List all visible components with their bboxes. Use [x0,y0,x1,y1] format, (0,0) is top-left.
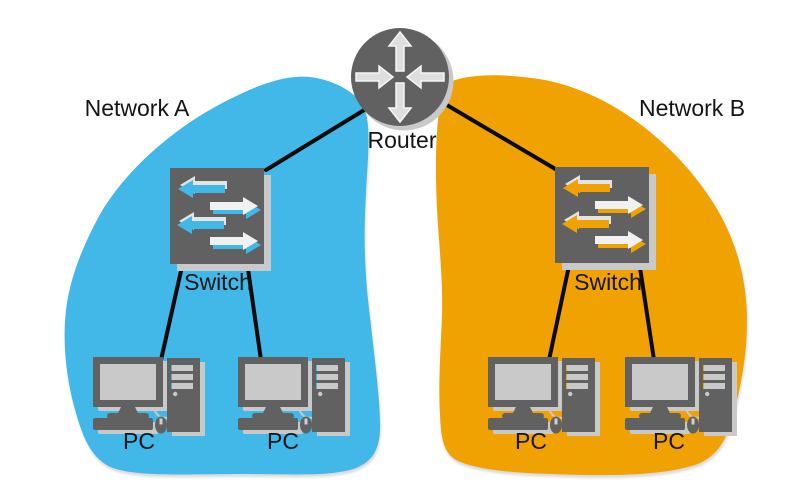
pc-icon [237,356,351,437]
link-router-switch-a [264,102,376,172]
link-switch-b-pc2 [637,259,656,362]
link-switch-b-pc1 [547,259,572,362]
switch-a-label: Switch [184,269,252,295]
pc-icon [487,356,601,437]
switch-b-icon [555,167,656,270]
router-label: Router [367,127,437,153]
network-a-label: Network A [84,95,190,121]
link-router-switch-b [438,99,559,172]
pc-icon [624,356,738,437]
link-switch-a-pc1 [159,260,185,362]
switch-b-label: Switch [574,269,642,295]
pc-label: PC [267,428,299,454]
pc-label: PC [123,428,155,454]
pc-label: PC [653,428,685,454]
pc-icon [92,356,206,437]
link-switch-a-pc2 [245,260,263,362]
switch-a-icon [170,168,271,271]
router-icon [351,28,454,131]
network-b-label: Network B [638,95,746,121]
pc-label: PC [515,428,547,454]
